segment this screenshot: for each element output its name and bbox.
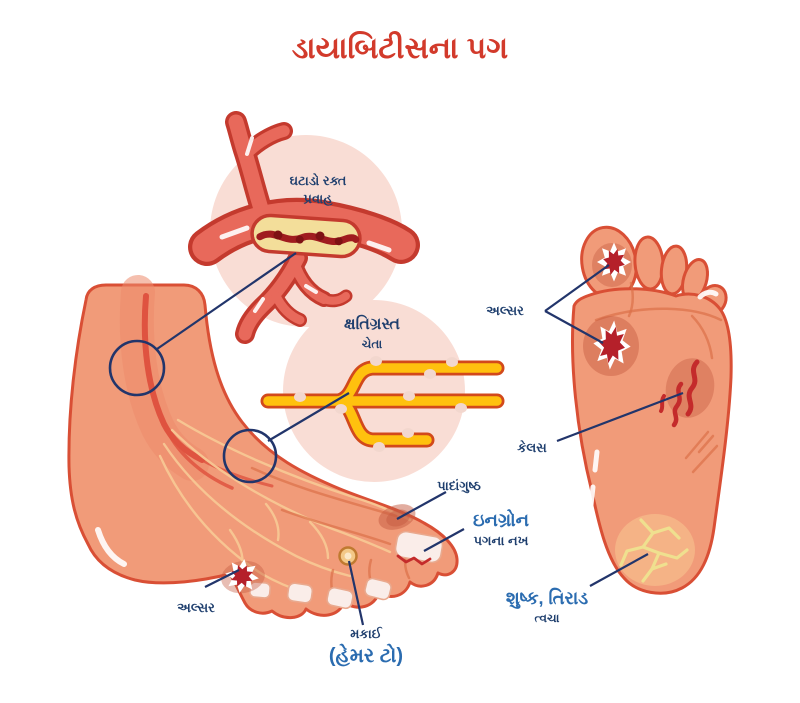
label-damaged-nerves: ક્ષતિગ્રસ્ત ચેતા (344, 314, 400, 352)
heel-highlight (95, 527, 127, 567)
sole-creases (594, 281, 723, 474)
label-line: અલ્સર (177, 600, 215, 615)
blocked-artery-illustration (188, 111, 420, 344)
label-bunion: પાદાંગુષ્ઠ (437, 477, 481, 495)
leader-lines (108, 252, 684, 626)
page-title: ડાયાબિટીસના પગ (291, 32, 509, 65)
corn-mark (338, 546, 358, 566)
damaged-myelin-spots (294, 356, 467, 452)
label-dry-cracked-skin: શુષ્ક, તિરાડ ત્વચા (506, 586, 588, 626)
ulcer-right-toe (597, 242, 631, 282)
artery-zoom-marker (108, 339, 166, 397)
label-line: પગના નખ (473, 533, 529, 549)
left-foot-side-view (67, 275, 459, 619)
label-reduced-blood-flow: ઘટાડો રક્ત પ્રવાહ (290, 172, 347, 207)
callus-marks (659, 359, 700, 428)
shin-artery (141, 293, 205, 463)
toenails (249, 530, 444, 610)
nerve-zoom-marker (222, 428, 278, 484)
label-line: ત્વચા (534, 611, 560, 626)
label-ulcer-left: અલ્સર (177, 599, 215, 617)
label-corn-hammer-toe: મકાઈ (હેમર ટો) (329, 625, 403, 670)
label-line: કેલસ (517, 440, 547, 455)
ingrown-toenail-crack (396, 554, 432, 566)
shin-shading (119, 275, 209, 481)
label-line: ઇનગ્રોન (472, 510, 530, 530)
label-callus: કેલસ (517, 439, 547, 457)
plaque-cross-section (250, 213, 362, 259)
label-line: ચેતા (361, 336, 383, 351)
little-toe-shine (697, 289, 719, 300)
label-line: ઘટાડો રક્ત (289, 173, 347, 188)
label-line: (હેમર ટો) (328, 644, 404, 667)
label-line: અલ્સર (486, 303, 524, 318)
label-ingrown-toenail: ઇનગ્રોન પગના નખ (473, 508, 529, 550)
label-line: શુષ્ક, તિરાડ (505, 588, 589, 608)
dry-cracked-skin-marks (619, 518, 689, 583)
label-ulcer-right: અલ્સર (486, 302, 524, 320)
label-line: ક્ષતિગ્રસ્ત (343, 316, 401, 333)
right-foot-sole-view (571, 225, 733, 595)
label-line: પ્રવાહ (303, 190, 333, 206)
label-line: પાદાંગુષ્ઠ (437, 478, 481, 493)
damaged-nerve-illustration (260, 356, 505, 452)
label-line: મકાઈ (350, 626, 382, 641)
vessel-highlights (219, 136, 392, 313)
